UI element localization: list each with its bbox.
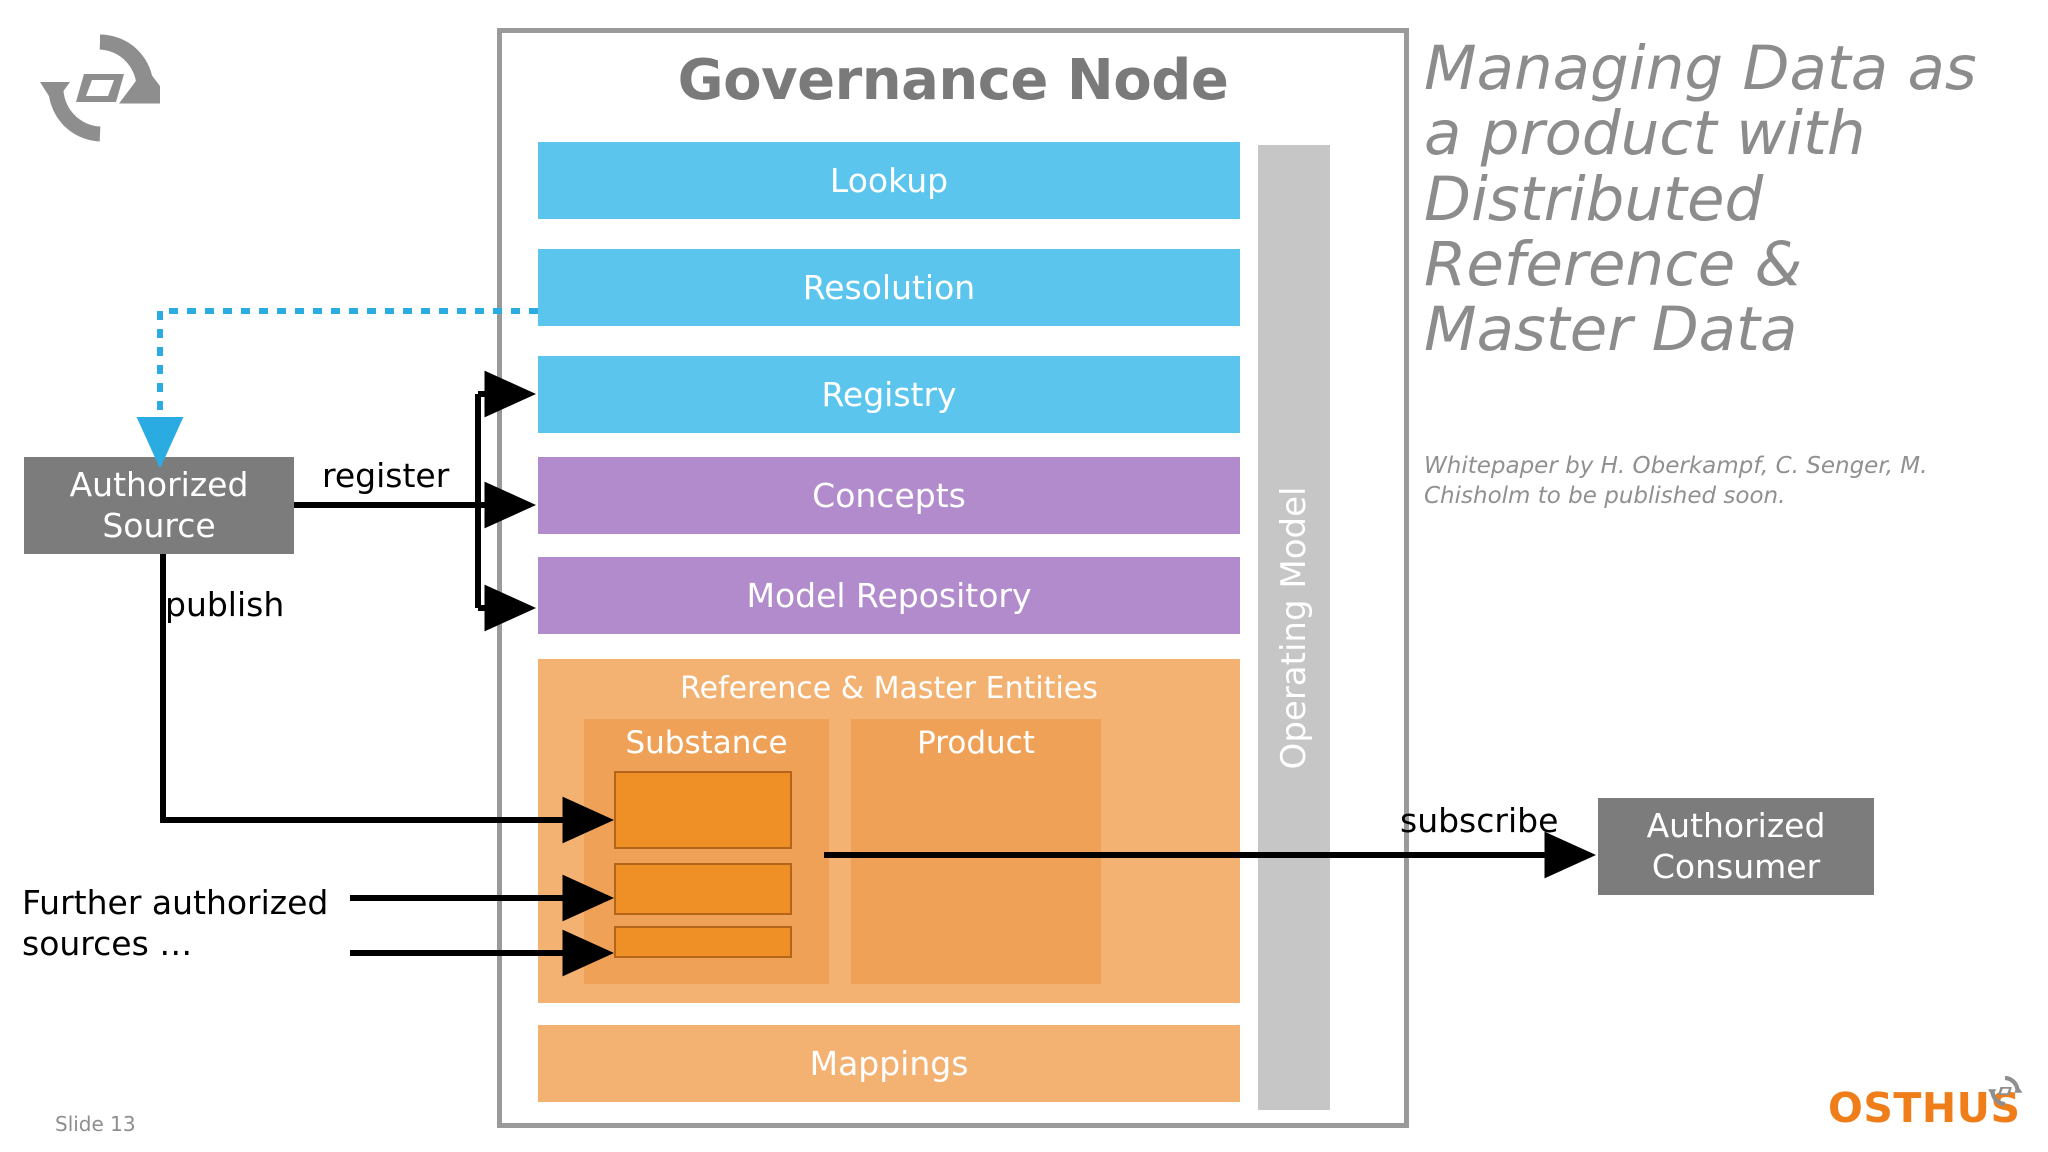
headline-title: Managing Data as a product with Distribu… bbox=[1424, 33, 1977, 366]
headline-subtitle: Whitepaper by H. Oberkampf, C. Senger, M… bbox=[1424, 453, 1928, 509]
layer-bar-registry[interactable]: Registry bbox=[538, 356, 1240, 433]
layer-label: Registry bbox=[821, 375, 957, 414]
reference-master-entities-block: Reference & Master Entities Substance Pr… bbox=[538, 659, 1240, 1003]
layer-bar-concepts[interactable]: Concepts bbox=[538, 457, 1240, 534]
substance-record-1[interactable] bbox=[614, 771, 792, 849]
reference-master-entities-title: Reference & Master Entities bbox=[680, 671, 1098, 706]
circular-refresh-icon bbox=[40, 28, 173, 148]
layer-label: Lookup bbox=[829, 161, 949, 200]
operating-model-column[interactable]: Operating Model bbox=[1258, 145, 1330, 1110]
operating-model-label: Operating Model bbox=[1274, 486, 1314, 769]
authorized-source-node[interactable]: Authorized Source bbox=[24, 457, 294, 554]
layer-bar-model-repository[interactable]: Model Repository bbox=[538, 557, 1240, 634]
layer-bar-mappings[interactable]: Mappings bbox=[538, 1025, 1240, 1102]
entity-card-substance[interactable]: Substance bbox=[584, 719, 829, 984]
layer-label: Concepts bbox=[812, 476, 966, 515]
authorized-consumer-node[interactable]: Authorized Consumer bbox=[1598, 798, 1874, 895]
slide-number-label: Slide 13 bbox=[55, 1112, 136, 1136]
further-authorized-sources-label: Further authorized sources … bbox=[22, 883, 329, 964]
flow-register-connector bbox=[294, 370, 537, 632]
flow-label-register: register bbox=[322, 456, 450, 495]
authorized-source-label: Authorized Source bbox=[69, 465, 249, 545]
circular-refresh-icon bbox=[1988, 1075, 2022, 1107]
governance-node-title: Governance Node bbox=[677, 48, 1229, 113]
osthus-logo: OSTHUS bbox=[1828, 1075, 2028, 1134]
layer-label: Resolution bbox=[802, 268, 976, 307]
layer-bar-lookup[interactable]: Lookup bbox=[538, 142, 1240, 219]
authorized-consumer-label: Authorized Consumer bbox=[1646, 806, 1826, 886]
layer-label: Model Repository bbox=[746, 576, 1032, 615]
entity-card-product[interactable]: Product bbox=[851, 719, 1101, 984]
osthus-wordmark: OSTHUS bbox=[1828, 1084, 2021, 1132]
substance-record-2[interactable] bbox=[614, 863, 792, 915]
layer-bar-resolution[interactable]: Resolution bbox=[538, 249, 1240, 326]
flow-label-subscribe: subscribe bbox=[1400, 801, 1559, 840]
entity-card-label: Product bbox=[917, 725, 1035, 761]
layer-label: Mappings bbox=[809, 1044, 969, 1083]
flow-label-publish: publish bbox=[165, 585, 285, 624]
entity-card-label: Substance bbox=[625, 725, 788, 761]
substance-record-3[interactable] bbox=[614, 926, 792, 958]
flow-resolve-connector bbox=[136, 308, 538, 469]
